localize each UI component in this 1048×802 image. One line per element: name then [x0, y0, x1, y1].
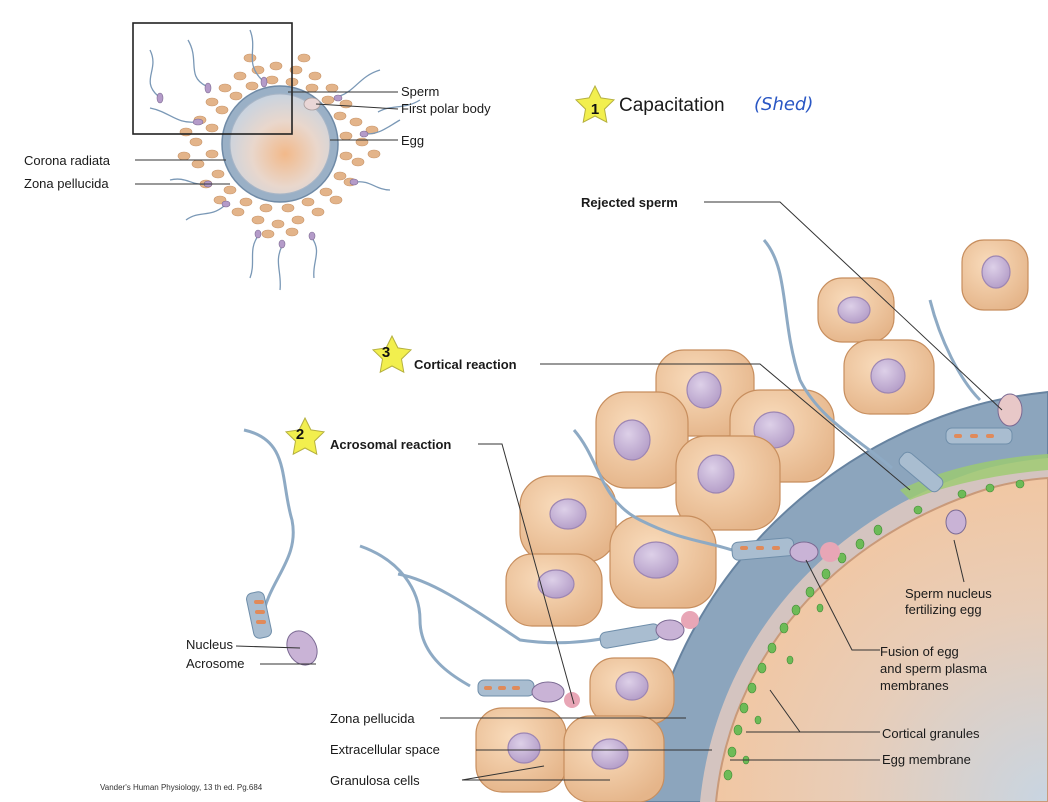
step-1-star-icon	[574, 84, 616, 124]
sperm-mitochondria	[254, 434, 994, 690]
label-acrosome: Acrosome	[186, 656, 245, 671]
main-leader-lines	[235, 201, 1003, 781]
granulosa-cell	[589, 657, 675, 725]
granulosa-cell	[595, 391, 689, 489]
label-granulosa-cells: Granulosa cells	[330, 773, 420, 788]
top-leader-lines	[135, 91, 399, 185]
cortical-granules	[723, 479, 1025, 781]
label-fusion-line-1: Fusion of egg	[880, 644, 959, 659]
label-zona-pellucida-top: Zona pellucida	[24, 176, 109, 191]
step-3-number: 3	[381, 344, 391, 361]
label-fusion-line-2: and sperm plasma	[880, 661, 987, 676]
step-1-label: Capacitation	[619, 95, 725, 116]
zoom-box	[132, 22, 293, 135]
small-egg-cell	[229, 93, 331, 195]
source-caption: Vander's Human Physiology, 13 th ed. Pg.…	[100, 783, 263, 792]
label-sperm: Sperm	[401, 84, 440, 99]
step-1-number: 1	[590, 101, 600, 118]
label-fusion-line-3: membranes	[880, 678, 949, 693]
big-egg-group	[638, 390, 1048, 802]
step-1-handwritten-note: (Shed)	[754, 94, 814, 115]
egg-cytoplasm	[714, 476, 1048, 802]
small-sperm-heads	[156, 76, 369, 249]
granulosa-cell	[505, 553, 603, 627]
acrosome-enzymes	[564, 542, 840, 708]
step-2-number: 2	[295, 426, 305, 443]
label-sperm-nucleus: Sperm nucleus	[905, 586, 992, 601]
label-corona-radiata: Corona radiata	[24, 153, 110, 168]
granulosa-cell	[563, 715, 665, 802]
label-fertilizing-egg: fertilizing egg	[905, 602, 982, 617]
label-first-polar-body: First polar body	[401, 101, 491, 116]
label-rejected-sperm: Rejected sperm	[581, 195, 678, 210]
step-2-star-icon	[284, 416, 326, 456]
label-extracellular-space: Extracellular space	[330, 742, 440, 757]
granulosa-cell	[519, 475, 617, 563]
label-egg-membrane: Egg membrane	[882, 752, 971, 767]
large-sperm-heads	[286, 393, 1023, 703]
granulosa-cell	[675, 435, 781, 531]
label-nucleus: Nucleus	[186, 637, 233, 652]
granulosa-cell	[817, 277, 895, 343]
large-sperm-tails	[243, 239, 982, 688]
step-3-star-icon	[371, 334, 413, 374]
granulosa-cell	[961, 239, 1029, 311]
granulosa-cells	[475, 239, 1029, 802]
label-zona-pellucida-main: Zona pellucida	[330, 711, 415, 726]
large-sperm-midpieces	[246, 427, 1013, 697]
small-sperm-tails	[149, 29, 421, 291]
step-2-label: Acrosomal reaction	[330, 437, 452, 452]
small-egg-group	[132, 22, 421, 291]
label-egg: Egg	[401, 133, 425, 148]
label-cortical-granules: Cortical granules	[882, 726, 980, 741]
granulosa-cell	[843, 339, 935, 415]
step-3-label: Cortical reaction	[414, 357, 517, 372]
